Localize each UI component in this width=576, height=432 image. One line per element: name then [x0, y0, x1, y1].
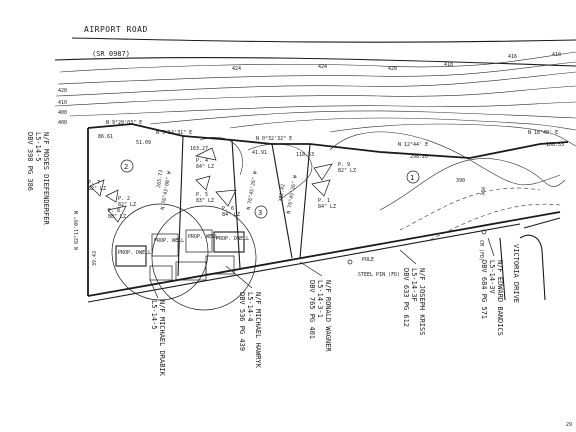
bearing-label: N 0°32'32" E — [256, 136, 292, 142]
owner-kriss: N/F JOSEPH KRISS L5-14-3F DBV 633 PG 612 — [402, 268, 426, 335]
distance-label: 390 — [456, 178, 465, 184]
lot-markers: 2 3 1 — [120, 159, 420, 219]
perc-label: P. 6 — [222, 206, 234, 212]
bearing-label: N 76°45'26" W — [286, 174, 299, 215]
victoria-drive: VICTORIA DRIVE — [87, 217, 561, 303]
perc-label: P. 1 — [318, 198, 330, 204]
contour-label: 420 — [388, 66, 397, 72]
pole-label: POLE — [362, 257, 374, 263]
distance-label: 163.27 — [190, 146, 208, 152]
perc-label: P. 8 — [108, 208, 120, 214]
owner-name: N/F MOSES DIEFENDERFER — [42, 132, 50, 226]
contour-label: 424 — [318, 64, 327, 70]
owner-name: N/F RONALD WAGNER — [324, 280, 332, 352]
bearing-label: N 12°44' E — [398, 142, 428, 148]
distance-label: 86.61 — [98, 134, 113, 140]
owner-name: N/F MICHAEL DRABIK — [158, 300, 166, 377]
owner-name: N/F MICHAEL HAWRYK — [254, 292, 262, 369]
perc-slope: 84" LZ — [196, 164, 214, 170]
perc-label: P. 5 — [196, 192, 208, 198]
perc-slope: 84" LZ — [318, 204, 336, 210]
owner-wagner: N/F RONALD WAGNER L5-14-3-1 DBV 765 PG 4… — [308, 280, 332, 352]
perc-slope: 82" LZ — [338, 168, 356, 174]
bearing-label: N 82°11'09" W — [74, 210, 80, 250]
owner-deed: DBV 633 PG 612 — [402, 268, 410, 327]
owner-deed: DBV 765 PG 401 — [308, 280, 316, 339]
bearing-label: N 18°48' E — [528, 130, 558, 136]
owner-parcel: L5-14-3F — [410, 268, 418, 302]
leader-lines — [149, 237, 495, 299]
airport-road-label: AIRPORT ROAD — [84, 25, 148, 34]
owner-name: N/F JOSEPH KRISS — [418, 268, 426, 335]
perc-slope: 84" LZ — [222, 212, 240, 218]
perc-label: P. 2 — [118, 196, 130, 202]
distance-label: 265.73 — [156, 170, 164, 189]
lot-number: 2 — [124, 163, 128, 171]
airport-road-sr-label: (SR 0987) — [92, 50, 130, 58]
lot-number: 3 — [258, 209, 262, 217]
distance-label: 360 — [480, 186, 487, 196]
owner-deed: DBV 684 PG 571 — [480, 260, 488, 319]
perc-slope: 83" LZ — [196, 198, 214, 204]
owner-deed: DBV 536 PG 439 — [238, 292, 246, 351]
owner-hawryk: N/F MICHAEL HAWRYK L5-14-4 DBV 536 PG 43… — [238, 292, 262, 369]
well-label: PROP. WELL — [188, 234, 218, 240]
distance-labels: 86.61 51.09 163.27 41.91 118.53 298.20 1… — [92, 134, 564, 266]
structures: PROP. DWELL PROP. DWELL PROP. WELL PROP.… — [111, 203, 257, 311]
dwelling-label: PROP. DWELL — [216, 236, 249, 242]
contour-label: 416 — [508, 54, 517, 60]
contour-labels: 420 410 400 400 424 424 420 418 416 410 — [58, 52, 561, 126]
owner-parcel: L5-14-5 — [34, 132, 42, 162]
page-number: 29 — [566, 422, 572, 428]
perc-label: P. 7 — [88, 180, 100, 186]
contour-label: 420 — [58, 88, 67, 94]
perc-slope: 82" LZ — [118, 202, 136, 208]
owner-deed: DBV 398 PG 386 — [26, 132, 34, 191]
contour-label: 410 — [58, 100, 67, 106]
owner-parcel: L5-14-4 — [246, 292, 254, 322]
distance-label: 298.20 — [410, 154, 428, 160]
perc-label: P. 9 — [338, 162, 350, 168]
perc-slope: 80" LZ — [108, 214, 126, 220]
owner-drabik: N/F MICHAEL DRABIK L5-14-5 — [150, 300, 166, 377]
airport-road: AIRPORT ROAD (SR 0987) — [54, 25, 576, 67]
lot-number: 1 — [410, 174, 414, 182]
contour-label: 400 — [58, 110, 67, 116]
victoria-drive-label: VICTORIA DRIVE — [512, 244, 520, 303]
contour-label: 424 — [232, 66, 241, 72]
owner-parcel: L5-14-3-1 — [316, 280, 324, 318]
owner-parcel: L5-14-5 — [150, 300, 158, 330]
perc-slope: 82" LZ — [88, 186, 106, 192]
perc-tests: P. 4 84" LZ P. 5 83" LZ P. 6 84" LZ P. 7… — [88, 147, 356, 223]
steel-pin-label: STEEL PIN (FD) — [358, 272, 400, 278]
owner-bandics: N/F EDWARD BANDICS L5-14-3V DBV 684 PG 5… — [480, 260, 504, 336]
bearing-label: N 76°45'26" W — [246, 170, 259, 211]
contour-lines — [54, 51, 576, 241]
owner-diefenderfer: N/F MOSES DIEFENDERFER L5-14-5 DBV 398 P… — [26, 132, 50, 226]
perc-label: P. 4 — [196, 158, 208, 164]
distance-label: 168.53 — [546, 142, 564, 148]
distance-label: 41.91 — [252, 150, 267, 156]
bearing-label: N 5°54'31" E — [156, 130, 192, 136]
dwelling-label: PROP. DWELL — [118, 250, 151, 256]
owner-name: N/F EDWARD BANDICS — [496, 260, 504, 336]
contour-label: 418 — [444, 62, 453, 68]
distance-label: 282.42 — [278, 184, 286, 203]
distance-label: 51.09 — [136, 140, 151, 146]
contour-label: 400 — [58, 120, 67, 126]
survey-markers: POLE STEEL PIN (FD) CM (FD) — [347, 229, 487, 278]
cm-label: CM (FD) — [478, 240, 484, 261]
well-label: PROP. WELL — [154, 238, 184, 244]
owner-parcel: L5-14-3V — [488, 260, 496, 295]
distance-label: 39.43 — [92, 251, 98, 266]
contour-label: 410 — [552, 52, 561, 58]
property-boundary — [87, 123, 569, 297]
bearing-label: N 9°20'03" E — [106, 120, 142, 126]
distance-label: 118.53 — [296, 152, 314, 158]
